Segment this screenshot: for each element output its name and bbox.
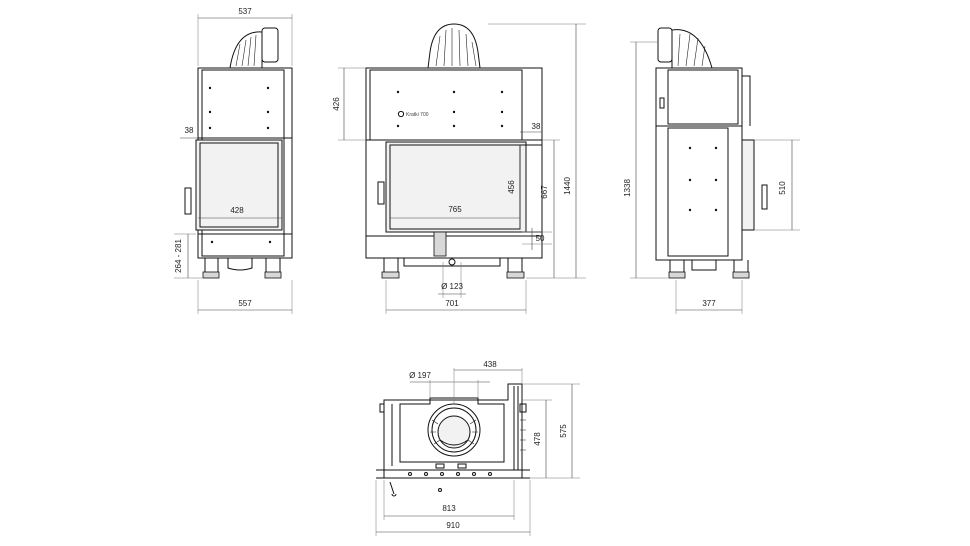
dim-side-feet-range: 264 - 281 [174,239,183,273]
front-view: Kratki 700 426 38 456 765 50 66 [332,23,586,314]
dim-side-glass-width: 428 [230,206,244,215]
side-view-right: 1338 510 377 [623,27,800,314]
side-right-glass [741,139,755,231]
dim-top-width-910: 910 [446,521,460,530]
dim-front-glass-width: 765 [448,205,462,214]
top-flue-inner [437,415,471,449]
dim-top-depth-575: 575 [559,424,568,438]
top-firebox [399,397,505,463]
dim-top-depth-478: 478 [533,432,542,446]
glass-door [195,139,283,231]
dim-front-height-667: 667 [540,185,549,199]
dim-front-top-height: 426 [332,97,341,111]
air-control [433,231,447,257]
dim-top-offset-438: 438 [483,360,497,369]
dim-front-glass-height: 456 [507,180,516,194]
dim-side-width-top: 537 [238,7,252,16]
dim-front-width-bottom: 701 [445,299,459,308]
dim-front-bottom-50: 50 [536,234,545,243]
dim-top-flue-diameter: Ø 197 [409,371,431,380]
flue-dome-front [427,23,481,69]
dim-front-height-1440: 1440 [563,177,572,195]
dim-side-right-height: 1338 [623,179,632,197]
flue-dome [229,31,263,69]
front-door-handle [377,181,385,205]
dim-top-width-813: 813 [442,504,456,513]
side-view-left: 537 38 428 264 - 281 557 [174,7,293,314]
dim-side-offset: 38 [185,126,194,135]
front-glass [385,141,527,233]
flue-collar-right [657,27,673,63]
svg-text:Kratki 700: Kratki 700 [406,112,429,118]
flue-collar [261,27,279,63]
dim-side-right-glass-height: 510 [778,181,787,195]
top-view: Ø 197 438 478 575 813 910 [375,360,580,536]
dim-front-flue-diameter: Ø 123 [441,282,463,291]
dim-front-offset: 38 [532,122,541,131]
door-handle [184,187,192,215]
dim-side-width-bottom: 557 [238,299,252,308]
dim-side-right-depth: 377 [702,299,716,308]
side-right-handle [761,184,768,210]
side-right-outline [655,67,743,261]
brand-logo: Kratki 700 [397,110,429,118]
